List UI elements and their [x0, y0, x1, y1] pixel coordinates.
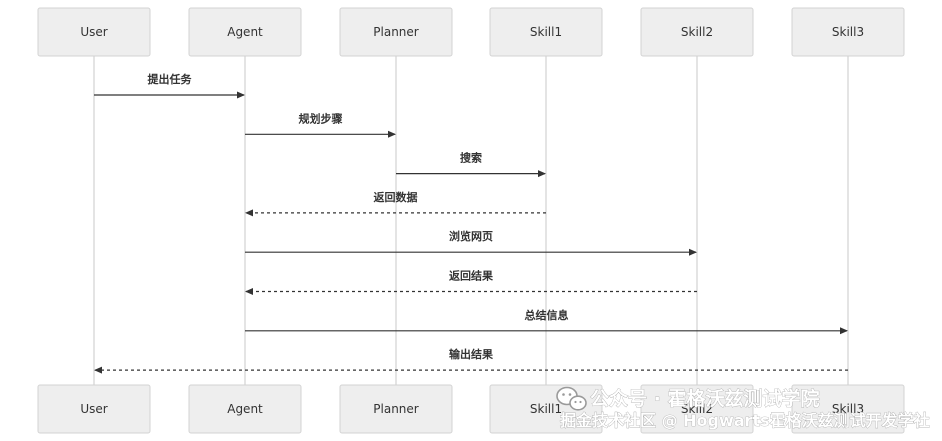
participant-skill2-bottom: Skill2	[640, 384, 754, 434]
participant-box	[791, 7, 905, 57]
participant-label: Skill3	[832, 402, 864, 416]
participant-box	[640, 7, 754, 57]
participant-box	[640, 384, 754, 434]
message-6: 返回结果	[245, 269, 697, 295]
participant-label: Skill1	[530, 402, 562, 416]
message-label: 输出结果	[449, 347, 493, 361]
message-label: 提出任务	[148, 72, 193, 86]
message-3: 搜索	[396, 151, 546, 178]
message-5: 浏览网页	[245, 229, 697, 256]
participant-user-bottom: User	[37, 384, 151, 434]
participant-label: Skill3	[832, 25, 864, 39]
participant-box	[489, 7, 603, 57]
participant-label: Skill2	[681, 25, 713, 39]
watermark-subtitle: 掘金技术社区 @ Hogwarts霍格沃兹测试开发学社	[560, 411, 930, 430]
participant-box	[188, 384, 302, 434]
participant-box	[188, 7, 302, 57]
participant-skill3-bottom: Skill3	[791, 384, 905, 434]
message-1: 提出任务	[94, 72, 245, 99]
participant-skill3-top: Skill3	[791, 7, 905, 57]
participant-planner-top: Planner	[339, 7, 453, 57]
participant-label: Skill2	[681, 402, 713, 416]
participant-user-top: User	[37, 7, 151, 57]
participant-agent-top: Agent	[188, 7, 302, 57]
watermark-title: 公众号 · 霍格沃兹测试学院	[590, 387, 819, 410]
participant-label: User	[80, 402, 107, 416]
message-label: 总结信息	[525, 308, 569, 322]
participant-label: Skill1	[530, 25, 562, 39]
message-7: 总结信息	[245, 308, 848, 335]
participant-skill2-top: Skill2	[640, 7, 754, 57]
participant-box	[791, 384, 905, 434]
participant-label: Agent	[227, 25, 263, 39]
participant-skill1-top: Skill1	[489, 7, 603, 57]
lifelines	[93, 56, 849, 385]
participant-box	[37, 7, 151, 57]
message-label: 搜索	[460, 151, 482, 165]
message-2: 规划步骤	[245, 111, 396, 138]
message-label: 返回数据	[374, 190, 418, 204]
participant-box	[37, 384, 151, 434]
participant-label: Planner	[373, 25, 419, 39]
message-label: 浏览网页	[449, 229, 493, 243]
participant-planner-bottom: Planner	[339, 384, 453, 434]
participant-label: Agent	[227, 402, 263, 416]
participant-label: User	[80, 25, 107, 39]
participant-agent-bottom: Agent	[188, 384, 302, 434]
top-participant-row: User Agent Planner Skill1 Skill2 Skill3	[37, 7, 905, 57]
participant-label: Planner	[373, 402, 419, 416]
message-label: 返回结果	[449, 269, 493, 283]
participant-box	[339, 7, 453, 57]
message-4: 返回数据	[245, 190, 546, 217]
message-label: 规划步骤	[299, 111, 343, 125]
watermark: 公众号 · 霍格沃兹测试学院 掘金技术社区 @ Hogwarts霍格沃兹测试开发…	[556, 386, 930, 430]
message-8: 输出结果	[94, 347, 848, 374]
participant-box	[339, 384, 453, 434]
wechat-logo-icon	[556, 386, 587, 411]
